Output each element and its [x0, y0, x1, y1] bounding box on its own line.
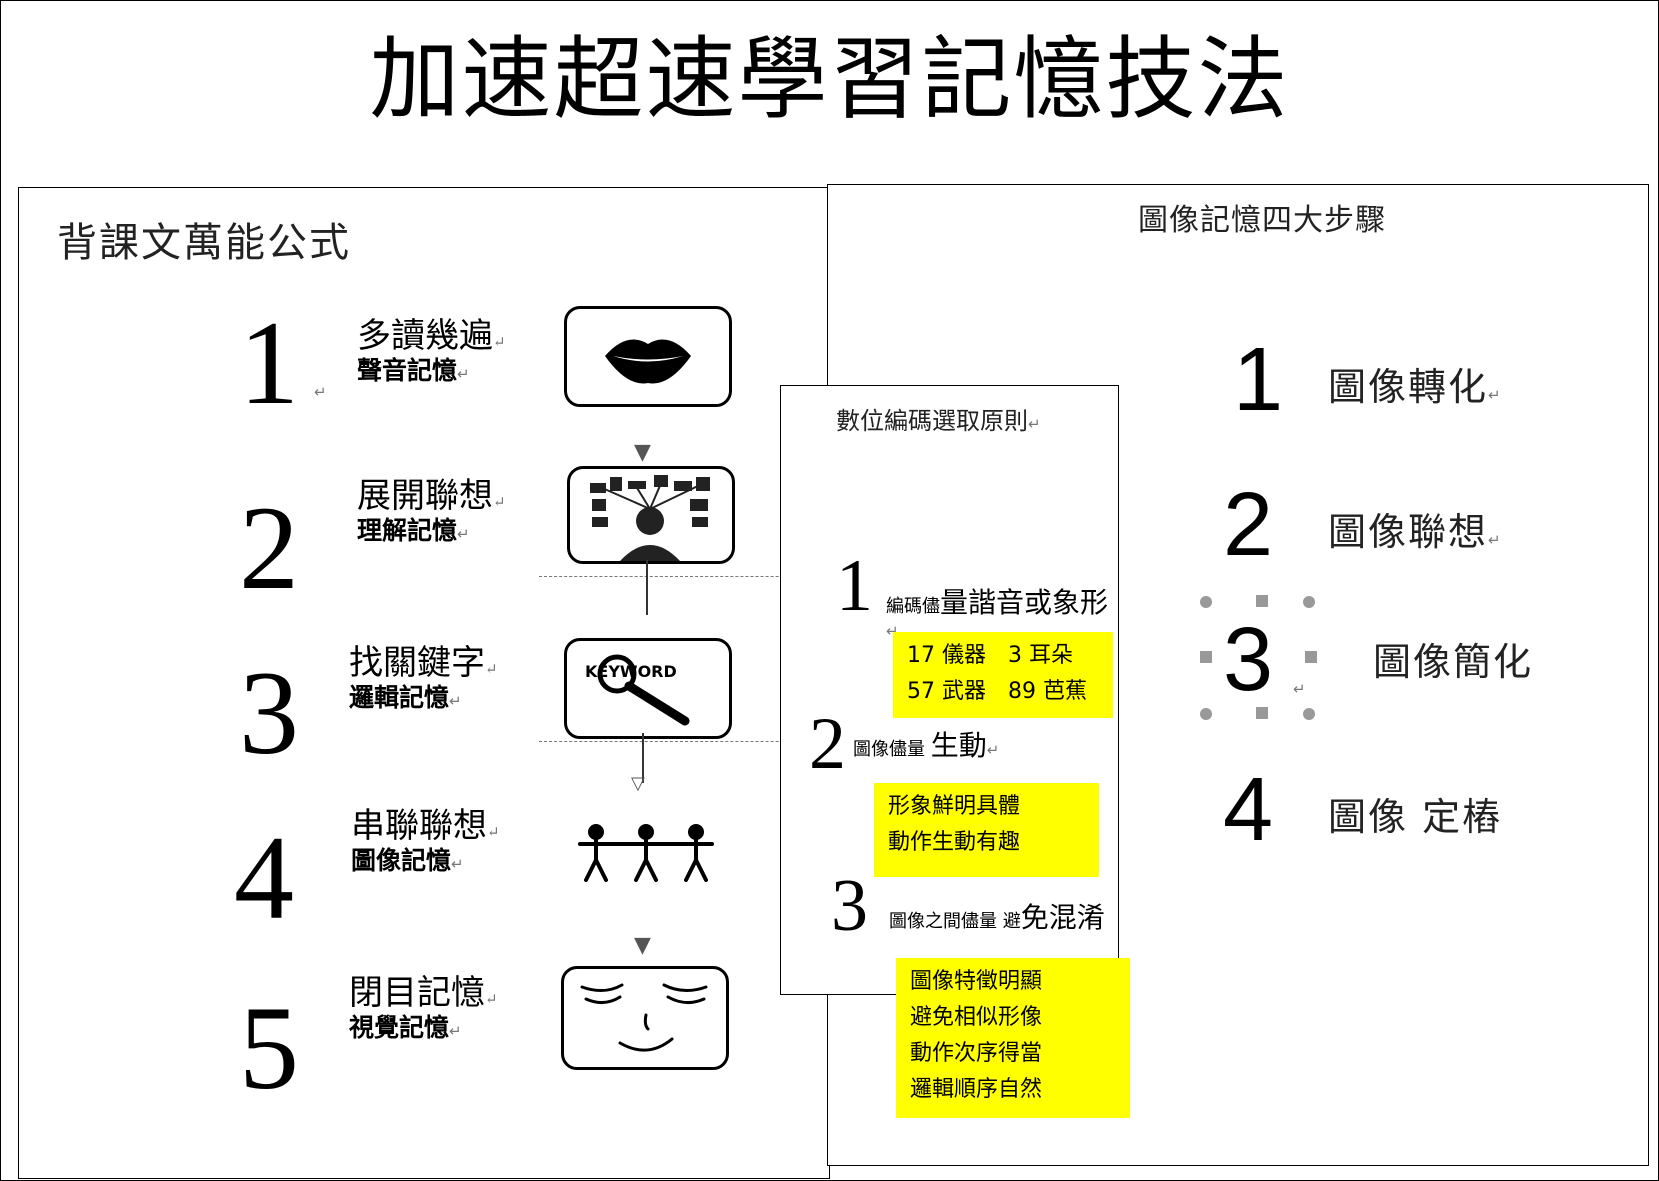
resize-handle[interactable] [1303, 708, 1315, 720]
divider [539, 576, 829, 577]
people-chain-icon [574, 818, 724, 893]
step-number: 4 [234, 811, 294, 944]
return-mark: ↵ [1293, 680, 1306, 698]
panel-title: 圖像記憶四大步驟 [1138, 203, 1386, 238]
step-label: 圖像 定樁 [1328, 795, 1503, 839]
step-subtitle: 圖像記憶↵ [351, 846, 464, 875]
step-title: 找關鍵字↵ [349, 643, 498, 683]
step-label: 圖像轉化↵ [1328, 365, 1503, 409]
resize-handle[interactable] [1305, 651, 1317, 663]
divider [539, 741, 829, 742]
closed-eyes-face-icon [561, 966, 729, 1070]
step-number[interactable]: 3 [1223, 610, 1274, 710]
memorization-formula-panel: 背課文萬能公式 1 ↵ 多讀幾遍↵ 聲音記憶↵ ▼ 2 展開聯想↵ 理解記憶↵ [18, 187, 830, 1179]
resize-handle[interactable] [1200, 708, 1212, 720]
step-title: 多讀幾遍↵ [357, 316, 506, 356]
highlight-box: 形象鮮明具體 動作生動有趣 [874, 783, 1099, 877]
resize-handle[interactable] [1256, 595, 1268, 607]
thinking-head-icon [567, 466, 735, 564]
connector-line [642, 733, 644, 783]
step-number: 3 [239, 646, 299, 779]
step-number: 1 [1233, 330, 1284, 430]
magnifier-keyword-icon: KEYWORD [564, 638, 732, 739]
panel-title: 數位編碼選取原則↵ [836, 407, 1041, 435]
principle-number: 1 [836, 545, 873, 627]
step-subtitle: 邏輯記憶↵ [349, 683, 462, 712]
highlight-box: 17 儀器 3 耳朵 57 武器 89 芭蕉 [893, 632, 1113, 718]
page-title: 加速超速學習記憶技法 [369, 27, 1290, 132]
lips-icon [564, 306, 732, 407]
highlight-box: 圖像特徵明顯 避免相似形像 動作次序得當 邏輯順序自然 [896, 958, 1130, 1118]
step-number: 1 [239, 296, 299, 429]
principle-text: 圖像儘量 生動↵ [853, 729, 1000, 762]
principle-number: 2 [809, 703, 846, 785]
step-number: 2 [1223, 475, 1274, 575]
svg-text:KEYWORD: KEYWORD [585, 662, 677, 681]
down-arrow-icon: ▼ [634, 933, 651, 958]
step-number: 5 [239, 981, 299, 1114]
step-number: 2 [239, 481, 299, 614]
step-subtitle: 聲音記憶↵ [357, 356, 470, 385]
step-label: 圖像簡化 [1373, 640, 1534, 684]
step-title: 串聯聯想↵ [351, 806, 500, 846]
step-title: 閉目記憶↵ [349, 973, 498, 1013]
step-label: 圖像聯想↵ [1328, 510, 1503, 554]
principle-text: 圖像之間儘量 避免混淆 [889, 901, 1105, 934]
resize-handle[interactable] [1256, 707, 1268, 719]
panel-title: 背課文萬能公式 [57, 220, 351, 266]
down-arrow-icon: ▼ [634, 440, 651, 465]
down-arrow-icon: ▽ [631, 773, 645, 794]
resize-handle[interactable] [1200, 596, 1212, 608]
step-number: 4 [1223, 760, 1274, 860]
principle-number: 3 [831, 865, 868, 947]
step-title: 展開聯想↵ [357, 476, 506, 516]
step-subtitle: 視覺記憶↵ [349, 1013, 462, 1042]
step-subtitle: 理解記憶↵ [357, 516, 470, 545]
resize-handle[interactable] [1200, 651, 1212, 663]
resize-handle[interactable] [1303, 596, 1315, 608]
return-mark: ↵ [314, 383, 327, 401]
connector-line [646, 560, 648, 615]
